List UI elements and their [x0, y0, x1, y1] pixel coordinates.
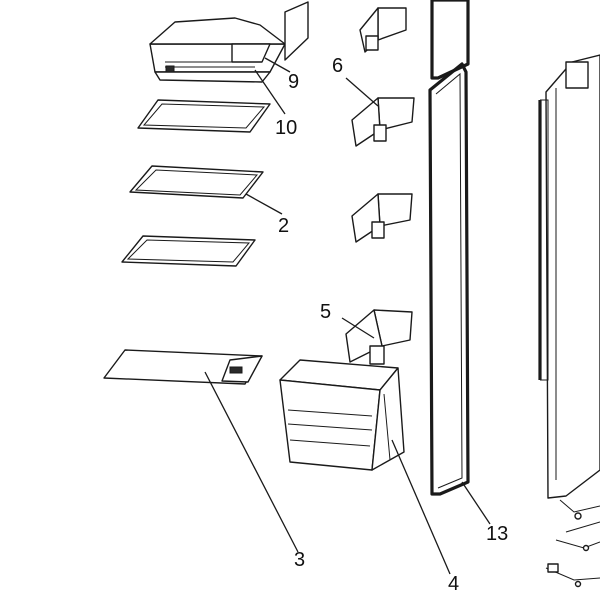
door-bin-middle — [351, 97, 415, 147]
leader-4 — [391, 439, 451, 575]
door-gasket-13 — [428, 62, 470, 496]
door-bin-top — [359, 7, 407, 53]
glass-shelf-10 — [137, 99, 271, 133]
top-shelf-tray-assembly — [149, 1, 309, 83]
leader-13 — [461, 481, 491, 525]
crisper-cover-3 — [103, 349, 263, 385]
door-bin-lower — [351, 193, 413, 243]
door-hinge-hardware — [545, 512, 600, 588]
callout-9: 9 — [288, 71, 299, 93]
leader-5 — [341, 317, 375, 339]
glass-shelf-lower — [121, 235, 256, 267]
callout-6: 6 — [332, 55, 343, 77]
leader-6a — [345, 77, 379, 107]
refrigerator-door — [538, 54, 600, 513]
door-bin-5 — [345, 309, 413, 365]
leader-10 — [254, 69, 286, 115]
leader-3 — [204, 371, 299, 553]
leader-lines — [204, 57, 491, 575]
callout-13: 13 — [486, 523, 508, 545]
glass-shelf-upper — [129, 165, 264, 199]
callout-4: 4 — [448, 573, 459, 595]
callout-2: 2 — [278, 215, 289, 237]
leader-9 — [264, 57, 291, 73]
callout-5: 5 — [320, 301, 331, 323]
crisper-drawer-4 — [279, 359, 405, 471]
callout-3: 3 — [294, 549, 305, 571]
leader-2 — [245, 193, 283, 215]
callout-10: 10 — [275, 117, 297, 139]
